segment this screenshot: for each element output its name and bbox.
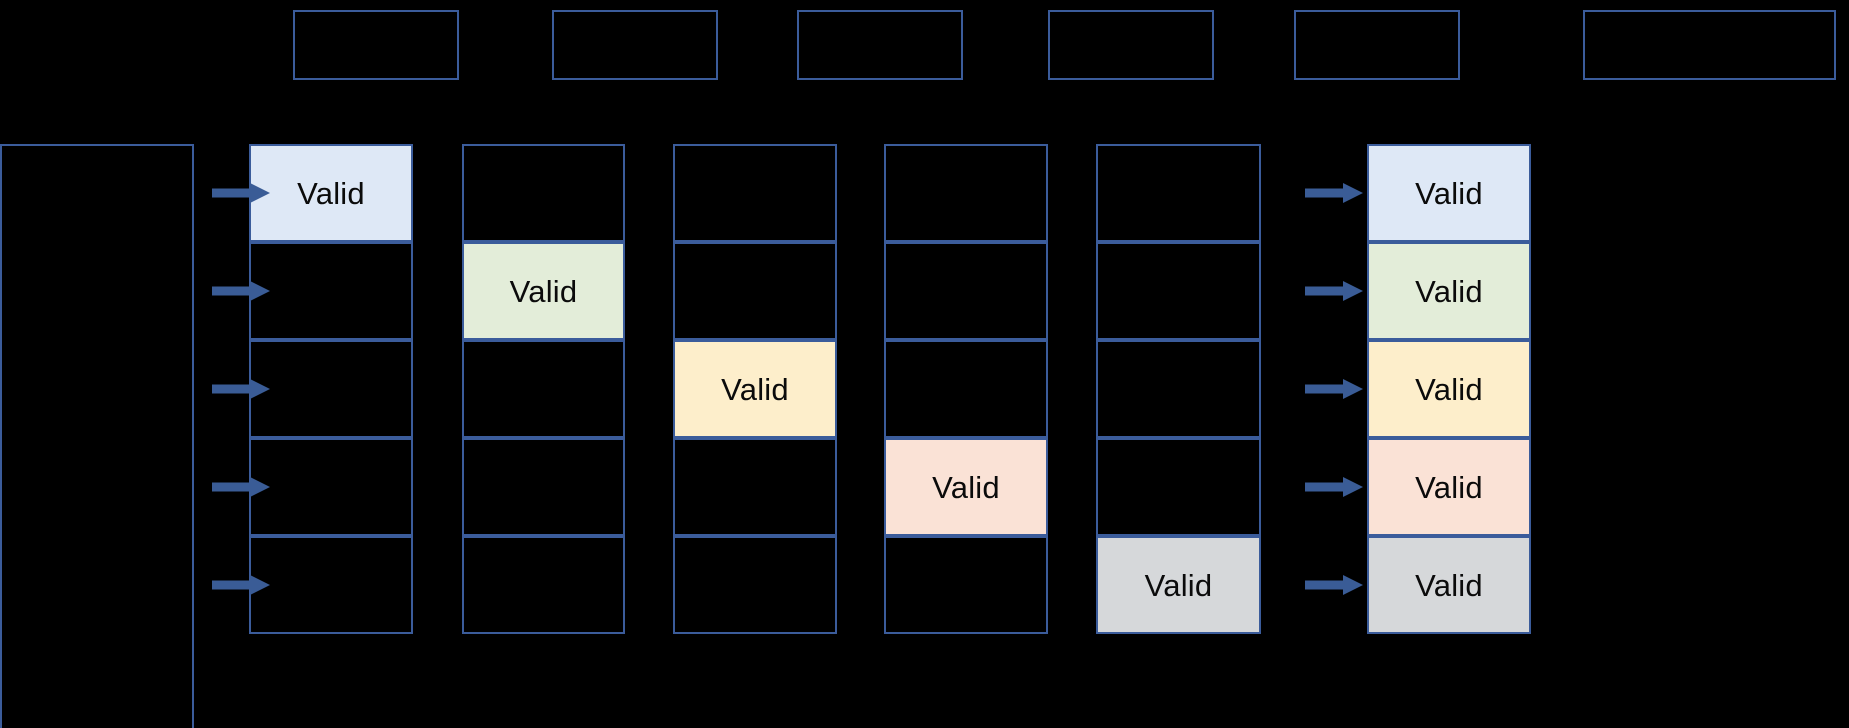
empty-cell[interactable] bbox=[884, 144, 1048, 242]
empty-cell[interactable] bbox=[249, 536, 413, 634]
empty-cell[interactable] bbox=[884, 242, 1048, 340]
valid-cell[interactable]: Valid bbox=[1367, 144, 1531, 242]
valid-cell[interactable]: Valid bbox=[884, 438, 1048, 536]
cell-label: Valid bbox=[1415, 469, 1483, 505]
header-box-5[interactable] bbox=[1294, 10, 1460, 80]
empty-cell[interactable] bbox=[1096, 144, 1261, 242]
empty-cell[interactable] bbox=[673, 144, 837, 242]
cell-label: Valid bbox=[1415, 371, 1483, 407]
cell-label: Valid bbox=[1144, 567, 1213, 603]
cell-label: Valid bbox=[721, 371, 789, 407]
header-box-4[interactable] bbox=[1048, 10, 1214, 80]
cell-label: Valid bbox=[1415, 273, 1483, 309]
empty-cell[interactable] bbox=[673, 536, 837, 634]
valid-cell[interactable]: Valid bbox=[1367, 438, 1531, 536]
empty-cell[interactable] bbox=[249, 438, 413, 536]
valid-cell[interactable]: Valid bbox=[1096, 536, 1261, 634]
valid-cell[interactable]: Valid bbox=[1367, 340, 1531, 438]
cell-label: Valid bbox=[932, 469, 1000, 505]
cell-label: Valid bbox=[509, 273, 578, 309]
cell-label: Valid bbox=[297, 175, 365, 211]
header-box-1[interactable] bbox=[293, 10, 459, 80]
empty-cell[interactable] bbox=[1096, 340, 1261, 438]
empty-cell[interactable] bbox=[673, 242, 837, 340]
empty-cell[interactable] bbox=[249, 340, 413, 438]
empty-cell[interactable] bbox=[462, 438, 625, 536]
empty-cell[interactable] bbox=[673, 438, 837, 536]
empty-cell[interactable] bbox=[1096, 438, 1261, 536]
empty-cell[interactable] bbox=[884, 536, 1048, 634]
valid-cell[interactable]: Valid bbox=[249, 144, 413, 242]
header-box-3[interactable] bbox=[797, 10, 963, 80]
valid-cell[interactable]: Valid bbox=[673, 340, 837, 438]
header-box-6[interactable] bbox=[1583, 10, 1836, 80]
cell-label: Valid bbox=[1415, 175, 1483, 211]
header-box-2[interactable] bbox=[552, 10, 718, 80]
empty-cell[interactable] bbox=[462, 340, 625, 438]
empty-cell[interactable] bbox=[462, 536, 625, 634]
empty-cell[interactable] bbox=[462, 144, 625, 242]
valid-cell[interactable]: Valid bbox=[1367, 536, 1531, 634]
empty-cell[interactable] bbox=[1096, 242, 1261, 340]
valid-cell[interactable]: Valid bbox=[462, 242, 625, 340]
empty-cell[interactable] bbox=[884, 340, 1048, 438]
source-box[interactable] bbox=[0, 144, 194, 728]
cell-label: Valid bbox=[1415, 567, 1483, 603]
empty-cell[interactable] bbox=[249, 242, 413, 340]
valid-cell[interactable]: Valid bbox=[1367, 242, 1531, 340]
